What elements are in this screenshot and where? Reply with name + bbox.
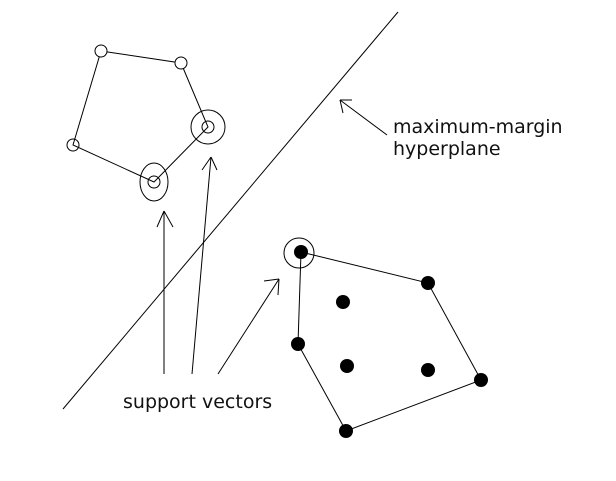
filled-point — [336, 295, 350, 309]
hollow-point — [66, 138, 80, 152]
filled-point — [474, 373, 488, 387]
support-vector-arrow-3 — [217, 278, 280, 375]
filled-point — [339, 424, 353, 438]
hyperplane-arrow — [339, 99, 388, 136]
hollow-support-vector-point — [147, 175, 161, 189]
filled-point — [421, 276, 435, 290]
support-vector-marker — [139, 162, 169, 202]
filled-point — [291, 337, 305, 351]
filled-class-hull — [297, 251, 482, 432]
hollow-class-hull — [72, 50, 209, 183]
hyperplane-label-line2: hyperplane — [393, 138, 501, 160]
support-vector-arrow-1 — [156, 210, 174, 374]
hyperplane-line — [62, 11, 399, 410]
support-vector-arrow-2 — [191, 156, 218, 375]
hyperplane-label-line1: maximum-margin — [393, 116, 563, 138]
support-vector-marker — [283, 237, 315, 269]
hollow-point — [174, 56, 188, 70]
support-vector-marker — [190, 109, 226, 145]
filled-support-vector-point — [294, 245, 308, 259]
filled-point — [421, 363, 435, 377]
support-vectors-label: support vectors — [123, 391, 273, 413]
hollow-support-vector-point — [201, 120, 215, 134]
filled-point — [340, 359, 354, 373]
hollow-point — [94, 44, 108, 58]
